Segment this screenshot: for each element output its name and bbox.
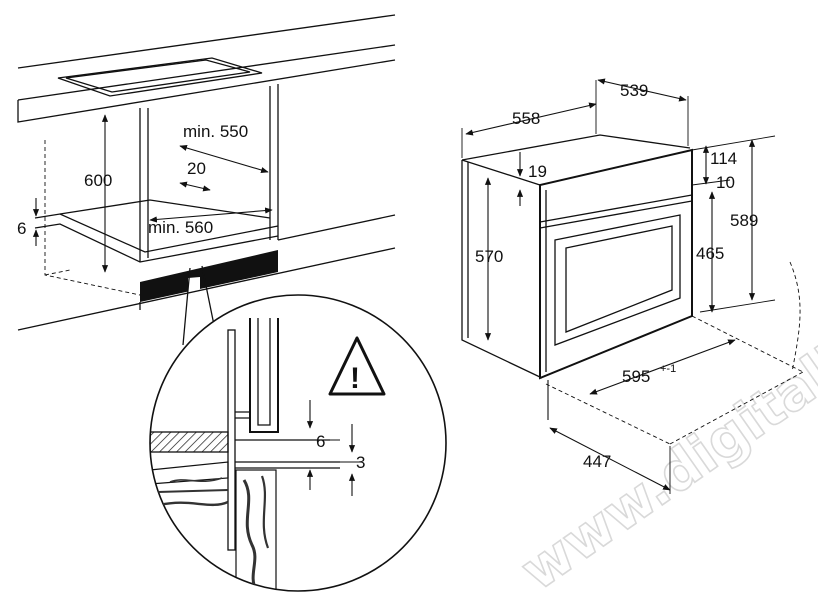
detail-dim-6-label: 6	[316, 432, 325, 451]
dim-10-label: 10	[716, 173, 735, 192]
control-strip-line	[539, 194, 693, 223]
worktop-back-edge	[17, 14, 396, 69]
dim-595-tolerance: +-1	[660, 363, 676, 375]
dim-595-label: 595	[622, 367, 650, 386]
dim-min-560-line	[149, 207, 273, 223]
hob-inner	[65, 59, 251, 93]
detail-dim-3-label: 3	[356, 453, 365, 472]
dim-114-label: 114	[710, 149, 737, 168]
hob-outline	[57, 57, 263, 97]
dim-539-label: 539	[620, 81, 648, 100]
dim-600-label: 600	[84, 171, 112, 190]
dim-465-label: 465	[696, 244, 724, 263]
oven-top-back	[461, 134, 691, 161]
plinth-strip	[140, 250, 278, 302]
cabinet-drawing: 600 min. 550 20 min. 560 6	[17, 14, 396, 331]
door-swing-arc	[789, 261, 801, 373]
worktop-top-front-edge	[17, 44, 396, 101]
warning-exclamation: !	[350, 362, 360, 395]
shelf-front	[34, 223, 279, 263]
callout-leader-right	[201, 265, 216, 331]
dim-min-550-line	[179, 145, 269, 173]
dim-589-label: 589	[730, 211, 758, 230]
shelf-back	[59, 199, 271, 219]
dim-19-label: 19	[528, 162, 547, 181]
dim-min-550-label: min. 550	[183, 122, 248, 141]
oven-side	[461, 160, 543, 379]
oven-window-inner	[565, 225, 673, 333]
warning-triangle-icon	[328, 336, 386, 396]
dim-6-label: 6	[17, 219, 26, 238]
dim-20-label: 20	[187, 159, 206, 178]
dim-558-label: 558	[512, 109, 540, 128]
oven-window-outer	[554, 214, 681, 346]
callout-leader-left	[182, 267, 191, 346]
dim-570-label: 570	[475, 247, 503, 266]
dim-min-560-label: min. 560	[148, 218, 213, 237]
detail-circle: 6 3 !	[149, 294, 447, 592]
oven-front	[539, 148, 693, 380]
dim-447-label: 447	[583, 452, 611, 471]
worktop-front	[17, 59, 396, 123]
oven-drawing: 558 539 19 570 114 10 465 589	[461, 78, 804, 494]
dim-20-line	[179, 181, 211, 192]
